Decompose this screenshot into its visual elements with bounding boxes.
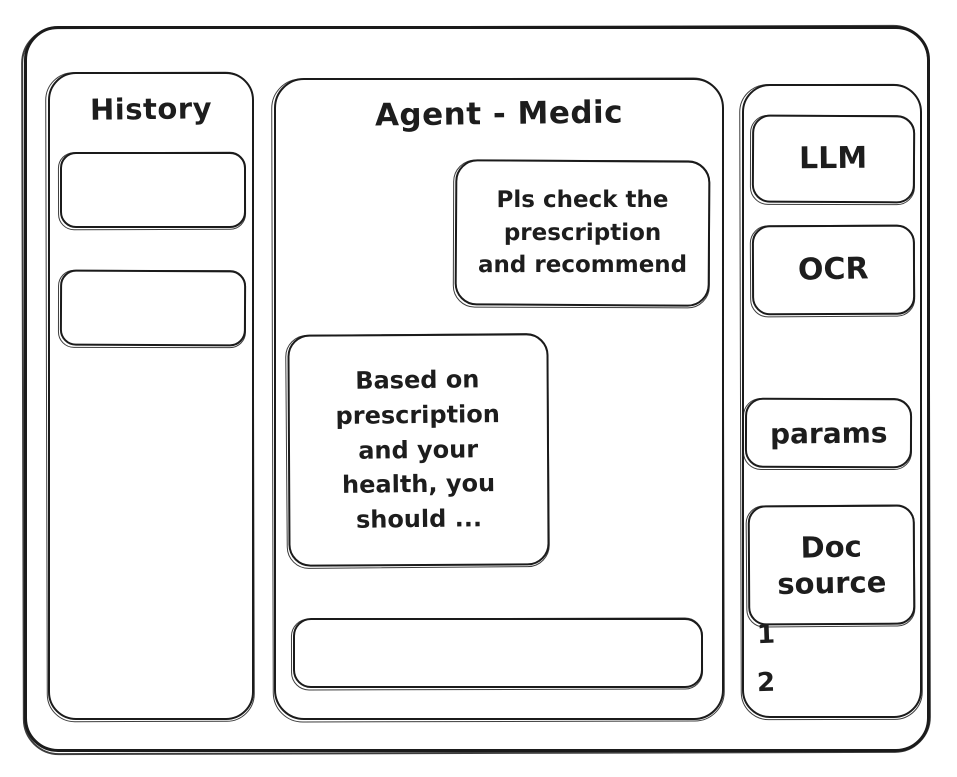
history-sidebar-panel (48, 72, 254, 720)
agent-message-text: Based on prescription and your health, y… (335, 365, 501, 534)
history-list-item[interactable] (60, 152, 246, 228)
user-message-text: Pls check the prescription and recommend (477, 186, 688, 279)
history-list-item[interactable] (59, 269, 247, 347)
chat-panel (274, 78, 724, 720)
user-message-bubble: Pls check the prescription and recommend (454, 159, 711, 307)
agent-message-bubble: Based on prescription and your health, y… (287, 333, 550, 567)
app-window-frame (24, 26, 930, 752)
tool-button-llm-label: LLM (799, 140, 868, 177)
tools-panel (742, 84, 922, 718)
doc-source-box[interactable]: Doc source (747, 504, 916, 626)
tool-button-params-label: params (769, 415, 888, 451)
tool-button-ocr-label: OCR (797, 251, 870, 288)
tool-button-ocr[interactable]: OCR (751, 224, 916, 316)
tool-button-params[interactable]: params (744, 397, 913, 469)
chat-panel-title: Agent - Medic (374, 94, 624, 134)
tool-button-llm[interactable]: LLM (751, 114, 916, 204)
doc-source-item[interactable]: 2 (756, 667, 776, 699)
message-input[interactable] (293, 618, 703, 688)
doc-source-label: Doc source (777, 529, 887, 602)
history-panel-title: History (89, 91, 213, 127)
doc-source-item[interactable]: 1 (756, 619, 776, 651)
